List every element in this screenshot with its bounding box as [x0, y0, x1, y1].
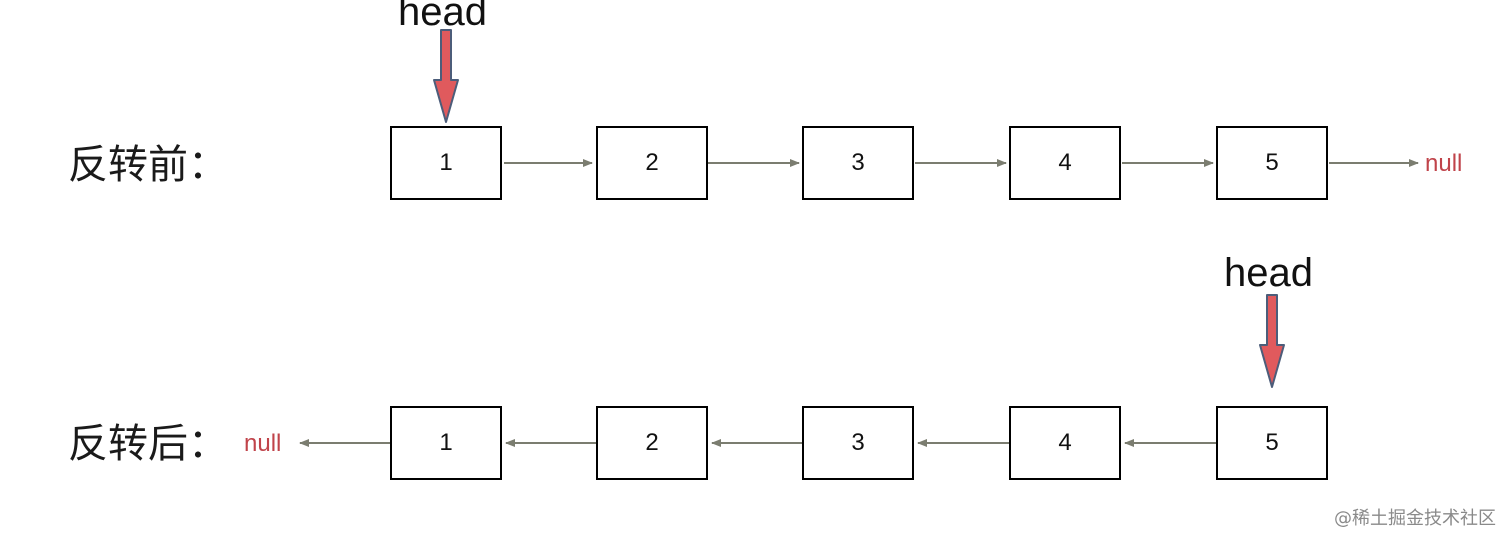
node-value: 4 [1058, 429, 1072, 456]
before-node-5: 5 [1216, 126, 1328, 200]
after-node-1: 1 [390, 406, 502, 480]
node-value: 1 [439, 149, 453, 176]
before-head-label: head [398, 0, 487, 34]
node-value: 3 [851, 149, 865, 176]
node-value: 2 [645, 429, 659, 456]
after-null-label: null [244, 430, 282, 457]
after-node-2: 2 [596, 406, 708, 480]
after-node-3: 3 [802, 406, 914, 480]
before-row-label: 反转前： [68, 142, 228, 188]
node-value: 5 [1265, 149, 1279, 176]
after-head-label: head [1224, 251, 1313, 295]
before-head-arrow [433, 29, 459, 123]
after-head-arrow [1259, 294, 1285, 388]
after-node-4: 4 [1009, 406, 1121, 480]
before-node-4: 4 [1009, 126, 1121, 200]
before-node-2: 2 [596, 126, 708, 200]
node-value: 3 [851, 429, 865, 456]
node-value: 5 [1265, 429, 1279, 456]
before-node-3: 3 [802, 126, 914, 200]
node-value: 4 [1058, 149, 1072, 176]
before-node-1: 1 [390, 126, 502, 200]
watermark: @稀土掘金技术社区 [1334, 508, 1496, 529]
after-row-label: 反转后： [68, 421, 228, 467]
after-node-5: 5 [1216, 406, 1328, 480]
node-value: 1 [439, 429, 453, 456]
before-null-label: null [1425, 150, 1463, 177]
node-value: 2 [645, 149, 659, 176]
